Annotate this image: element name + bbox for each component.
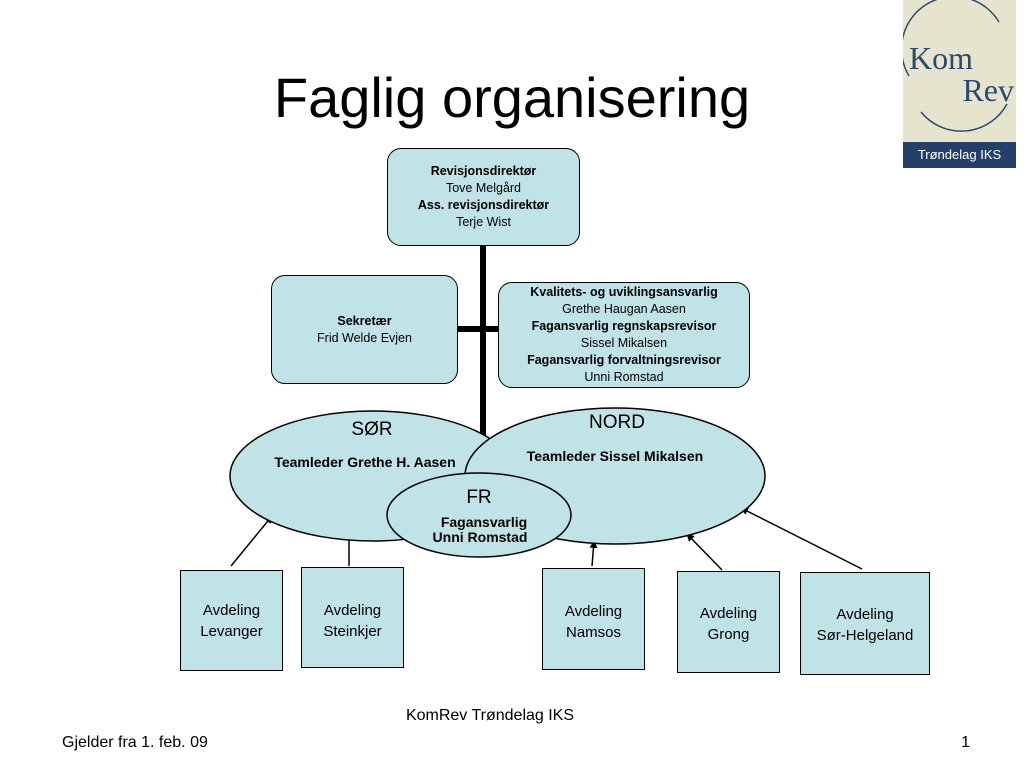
department-grong: Avdeling Grong: [677, 571, 780, 673]
footer-left: Gjelder fra 1. feb. 09: [62, 734, 208, 751]
nord-title: NORD: [589, 412, 645, 433]
department-label: Avdeling: [202, 601, 261, 619]
director-role: Revisjonsdirektør: [430, 164, 537, 178]
arrow-grong: [686, 533, 723, 571]
accounting-name: Sissel Mikalsen: [580, 336, 668, 350]
department-namsos: Avdeling Namsos: [542, 568, 645, 670]
quality-box: Kvalitets- og uviklingsansvarlig Grethe …: [498, 282, 750, 388]
administration-role: Fagansvarlig forvaltningsrevisor: [527, 353, 721, 367]
accounting-role: Fagansvarlig regnskapsrevisor: [531, 319, 717, 333]
secretary-role: Sekretær: [337, 313, 392, 328]
department-name: Levanger: [200, 622, 263, 640]
sor-title: SØR: [351, 419, 393, 440]
footer-center: KomRev Trøndelag IKS: [405, 707, 575, 724]
administration-name: Unni Romstad: [584, 370, 664, 384]
department-name: Namsos: [565, 624, 621, 641]
nord-leader: Teamleder Sissel Mikalsen: [526, 448, 704, 464]
komrev-logo: Kom Rev Trøndelag IKS: [903, 0, 1016, 168]
department-steinkjer: Avdeling Steinkjer: [301, 567, 404, 668]
department-label: Avdeling: [836, 606, 894, 623]
page-number: 1: [961, 734, 970, 751]
arrow-levanger: [230, 515, 273, 567]
logo-line1: Kom: [909, 40, 973, 76]
department-name: Steinkjer: [323, 623, 382, 640]
sor-leader: Teamleder Grethe H. Aasen: [274, 454, 456, 470]
fr-line1: Fagansvarlig: [440, 514, 528, 530]
department-sor-helgeland: Avdeling Sør-Helgeland: [800, 572, 930, 675]
department-levanger: Avdeling Levanger: [180, 570, 283, 671]
department-label: Avdeling: [323, 602, 382, 619]
arrow-namsos: [589, 540, 598, 567]
secretary-name: Frid Welde Evjen: [317, 330, 412, 345]
fr-title: FR: [466, 487, 492, 508]
secretary-box: Sekretær Frid Welde Evjen: [271, 275, 458, 384]
logo-bar: Trøndelag IKS: [903, 142, 1016, 168]
quality-name: Grethe Haugan Aasen: [562, 302, 686, 316]
assistant-director-role: Ass. revisjonsdirektør: [417, 198, 550, 212]
slide-title: Faglig organisering: [273, 66, 751, 129]
director-box: Revisjonsdirektør Tove Melgård Ass. revi…: [387, 148, 580, 246]
department-name: Grong: [707, 626, 750, 643]
logo-line2: Rev: [962, 72, 1014, 108]
department-label: Avdeling: [699, 605, 758, 622]
director-name: Tove Melgård: [445, 181, 522, 195]
quality-role: Kvalitets- og uviklingsansvarlig: [530, 285, 718, 299]
department-label: Avdeling: [564, 603, 623, 620]
fr-line2: Unni Romstad: [432, 529, 528, 545]
logo-arc-icon: [903, 0, 1008, 132]
department-name: Sør-Helgeland: [816, 627, 914, 644]
fr-ellipse: [386, 472, 572, 558]
arrow-sor-helgeland: [740, 507, 863, 570]
assistant-director-name: Terje Wist: [456, 215, 511, 229]
